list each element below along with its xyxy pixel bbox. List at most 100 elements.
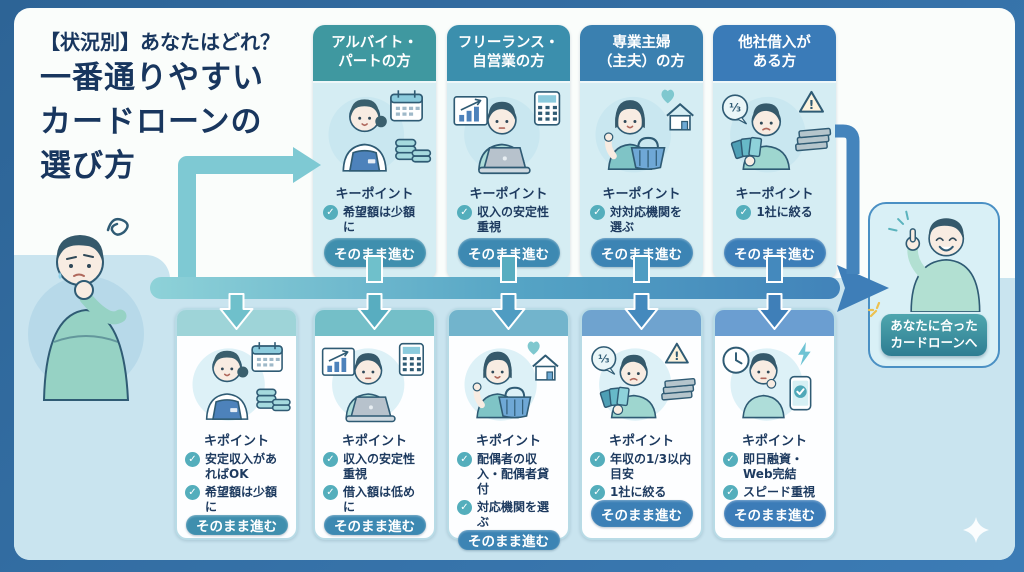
keypoint-list: ✓安定収入があればOK✓希望額は少額に [180, 452, 293, 515]
card-top-other-loans: 他社借入が ある方 キーポイント ✓1社に絞る そのまま進む [713, 25, 836, 278]
check-icon: ✓ [590, 485, 605, 500]
part-time-worker-illustration [179, 339, 294, 427]
keypoint-item: ✓借入額は低めに [323, 485, 426, 515]
title-line-2: カードローンの [40, 104, 263, 141]
keypoint-item: ✓スピード重視 [723, 485, 826, 500]
freelancer-illustration [317, 339, 432, 427]
sparkle-icon [963, 517, 989, 543]
keypoint-item: ✓収入の安定性重視 [323, 452, 426, 482]
check-icon: ✓ [185, 485, 200, 500]
proceed-button[interactable]: そのまま進む [590, 238, 693, 267]
title-line-1: 一番通りやすい [40, 60, 264, 96]
result-label-line-2: カードローンへ [890, 334, 978, 350]
keypoint-list: ✓収入の安定性重視 [452, 205, 565, 235]
card-cap [449, 310, 568, 336]
card-header-line: ある方 [752, 54, 797, 70]
page-title: 【状況別】あなたはどれ？ 一番通りやすい カードローンの 選び方 [40, 28, 320, 188]
check-icon: ✓ [457, 205, 472, 220]
keypoint-list: ✓希望額は少額に [318, 205, 431, 235]
pointing-person-illustration [875, 206, 993, 312]
card-bottom-speed: キポイント ✓即日融資・Web完結 ✓スピード重視 そのまま進む [713, 308, 836, 540]
card-bottom-spouse: キポイント ✓配偶者の収入・配偶者貸付✓対応機関を選ぶ そのまま進む [447, 308, 570, 550]
keypoint-item: ✓即日融資・Web完結 [723, 452, 826, 482]
keypoint-item: ✓希望額は少額に [185, 485, 288, 515]
smartphone-speed-illustration [717, 339, 832, 427]
card-bottom-freelance: キポイント ✓収入の安定性重視✓借入額は低めに そのまま進む [313, 308, 436, 540]
keypoint-item: ✓年収の1/3以内目安 [590, 452, 693, 482]
card-top-freelance: フリーランス・ 自営業の方 キーポイント ✓収入の安定性重視 そのまま進む [447, 25, 570, 278]
check-icon: ✓ [590, 205, 605, 220]
freelancer-illustration [451, 86, 566, 180]
keypoint-item: ✓希望額は少額に [323, 205, 426, 235]
keypoint-list: ✓対対応機関を選ぶ [585, 205, 698, 235]
sparkle-icon [867, 302, 881, 318]
thinking-person-illustration [8, 212, 158, 402]
keypoint-item: ✓配偶者の収入・配偶者貸付 [457, 452, 560, 497]
keypoint-label: キポイント [341, 434, 407, 449]
card-header-line: 専業主婦 [612, 35, 671, 52]
proceed-button[interactable]: そのまま進む [185, 515, 288, 535]
card-header: フリーランス・ 自営業の方 [447, 25, 570, 83]
title-subtitle: 【状況別】あなたはどれ？ [40, 30, 280, 54]
keypoint-label: キポイント [608, 434, 674, 449]
proceed-button[interactable]: そのまま進む [723, 500, 826, 527]
housewife-illustration [451, 339, 566, 427]
card-cap [715, 310, 834, 336]
result-label-line-1: あなたに合った [890, 318, 978, 333]
keypoint-label: キーポイント [335, 187, 414, 202]
result-link[interactable]: あなたに合った カードローンへ [867, 302, 987, 356]
card-header-line: 他社借入が [738, 35, 811, 52]
keypoint-label: キーポイント [735, 187, 814, 202]
keypoint-item: ✓安定収入があればOK [185, 452, 288, 482]
check-icon: ✓ [590, 452, 605, 467]
proceed-button[interactable]: そのまま進む [457, 238, 560, 267]
housewife-illustration [584, 86, 699, 180]
card-header: 他社借入が ある方 [713, 25, 836, 83]
proceed-button[interactable]: そのまま進む [323, 515, 426, 535]
keypoint-list: ✓即日融資・Web完結 ✓スピード重視 [718, 452, 831, 500]
check-icon: ✓ [723, 452, 738, 467]
multi-debt-illustration [717, 86, 832, 180]
card-header: 専業主婦 （主夫）の方 [580, 25, 703, 83]
result-panel: あなたに合った カードローンへ [867, 202, 1000, 368]
keypoint-list: ✓配偶者の収入・配偶者貸付✓対応機関を選ぶ [452, 452, 565, 530]
card-bottom-one-third: キポイント ✓年収の1/3以内目安 ✓1社に絞る そのまま進む [580, 308, 703, 540]
check-icon: ✓ [323, 205, 338, 220]
card-header-line: アルバイト・ [331, 35, 418, 52]
keypoint-label: キポイント [741, 434, 807, 449]
check-icon: ✓ [457, 452, 472, 467]
check-icon: ✓ [323, 452, 338, 467]
check-icon: ✓ [323, 485, 338, 500]
keypoint-list: ✓収入の安定性重視✓借入額は低めに [318, 452, 431, 515]
multi-debt-illustration [584, 339, 699, 427]
card-top-parttime: アルバイト・ パートの方 キーポイント ✓希望額は少額に そのまま進む [313, 25, 436, 278]
keypoint-item: ✓対応機関を選ぶ [457, 500, 560, 530]
keypoint-list: ✓年収の1/3以内目安 ✓1社に絞る [585, 452, 698, 500]
check-icon: ✓ [723, 485, 738, 500]
card-header-line: （主夫）の方 [598, 54, 685, 70]
check-icon: ✓ [736, 205, 752, 220]
keypoint-label: キポイント [475, 434, 541, 449]
keypoint-item: ✓1社に絞る [723, 205, 826, 220]
proceed-button[interactable]: そのまま進む [590, 500, 693, 527]
card-header-line: パートの方 [338, 54, 411, 70]
card-cap [315, 310, 434, 336]
card-top-housewife: 専業主婦 （主夫）の方 キーポイント ✓対対応機関を選ぶ そのまま進む [580, 25, 703, 278]
card-cap [177, 310, 296, 336]
check-icon: ✓ [457, 500, 472, 515]
keypoint-label: キポイント [203, 434, 269, 449]
keypoint-label: キーポイント [469, 187, 548, 202]
part-time-worker-illustration [317, 86, 432, 180]
card-bottom-stable-income: キポイント ✓安定収入があればOK✓希望額は少額に そのまま進む [175, 308, 298, 540]
card-cap [582, 310, 701, 336]
proceed-button[interactable]: そのまま進む [723, 238, 826, 267]
card-header-line: フリーランス・ [457, 35, 560, 52]
keypoint-item: ✓収入の安定性重視 [457, 205, 560, 235]
keypoint-item: ✓対対応機関を選ぶ [590, 205, 693, 235]
title-line-3: 選び方 [40, 148, 136, 185]
keypoint-item: ✓1社に絞る [590, 485, 693, 500]
proceed-button[interactable]: そのまま進む [323, 238, 426, 267]
card-header: アルバイト・ パートの方 [313, 25, 436, 83]
proceed-button[interactable]: そのまま進む [457, 530, 560, 550]
